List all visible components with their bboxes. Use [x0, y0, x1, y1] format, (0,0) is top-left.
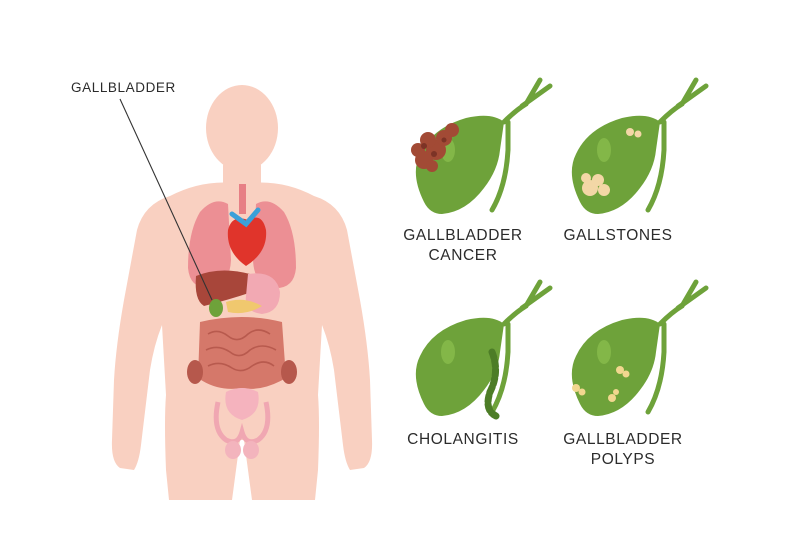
- gallbladder-label: GALLBLADDER: [71, 80, 176, 95]
- condition-label-gallstones: GALLSTONES: [548, 226, 688, 246]
- condition-label-polyps: GALLBLADDER POLYPS: [548, 430, 698, 470]
- pointer-line: [119, 98, 213, 301]
- cholangitis-figure: [416, 282, 550, 420]
- gallbladder-organ: [209, 299, 223, 317]
- condition-label-line1: CHOLANGITIS: [407, 431, 519, 448]
- condition-label-line1: GALLBLADDER: [563, 431, 683, 448]
- intestines: [198, 317, 286, 389]
- gallbladder-polyps-figure: [572, 282, 706, 416]
- gallstones-figure: [572, 80, 706, 214]
- condition-label-line2: CANCER: [428, 247, 498, 264]
- lungs: [188, 184, 296, 289]
- condition-label-line1: GALLBLADDER: [403, 227, 523, 244]
- pancreas: [226, 299, 262, 314]
- condition-label-cancer: GALLBLADDER CANCER: [388, 226, 538, 266]
- condition-label-cholangitis: CHOLANGITIS: [388, 430, 538, 450]
- liver: [195, 270, 252, 306]
- condition-label-line2: POLYPS: [590, 451, 656, 468]
- gallbladder-cancer-figure: [411, 80, 550, 214]
- pelvic-organs: [213, 388, 271, 459]
- kidney-right: [281, 360, 297, 384]
- heart: [227, 207, 267, 266]
- kidney-left: [187, 360, 203, 384]
- condition-label-line1: GALLSTONES: [563, 227, 673, 244]
